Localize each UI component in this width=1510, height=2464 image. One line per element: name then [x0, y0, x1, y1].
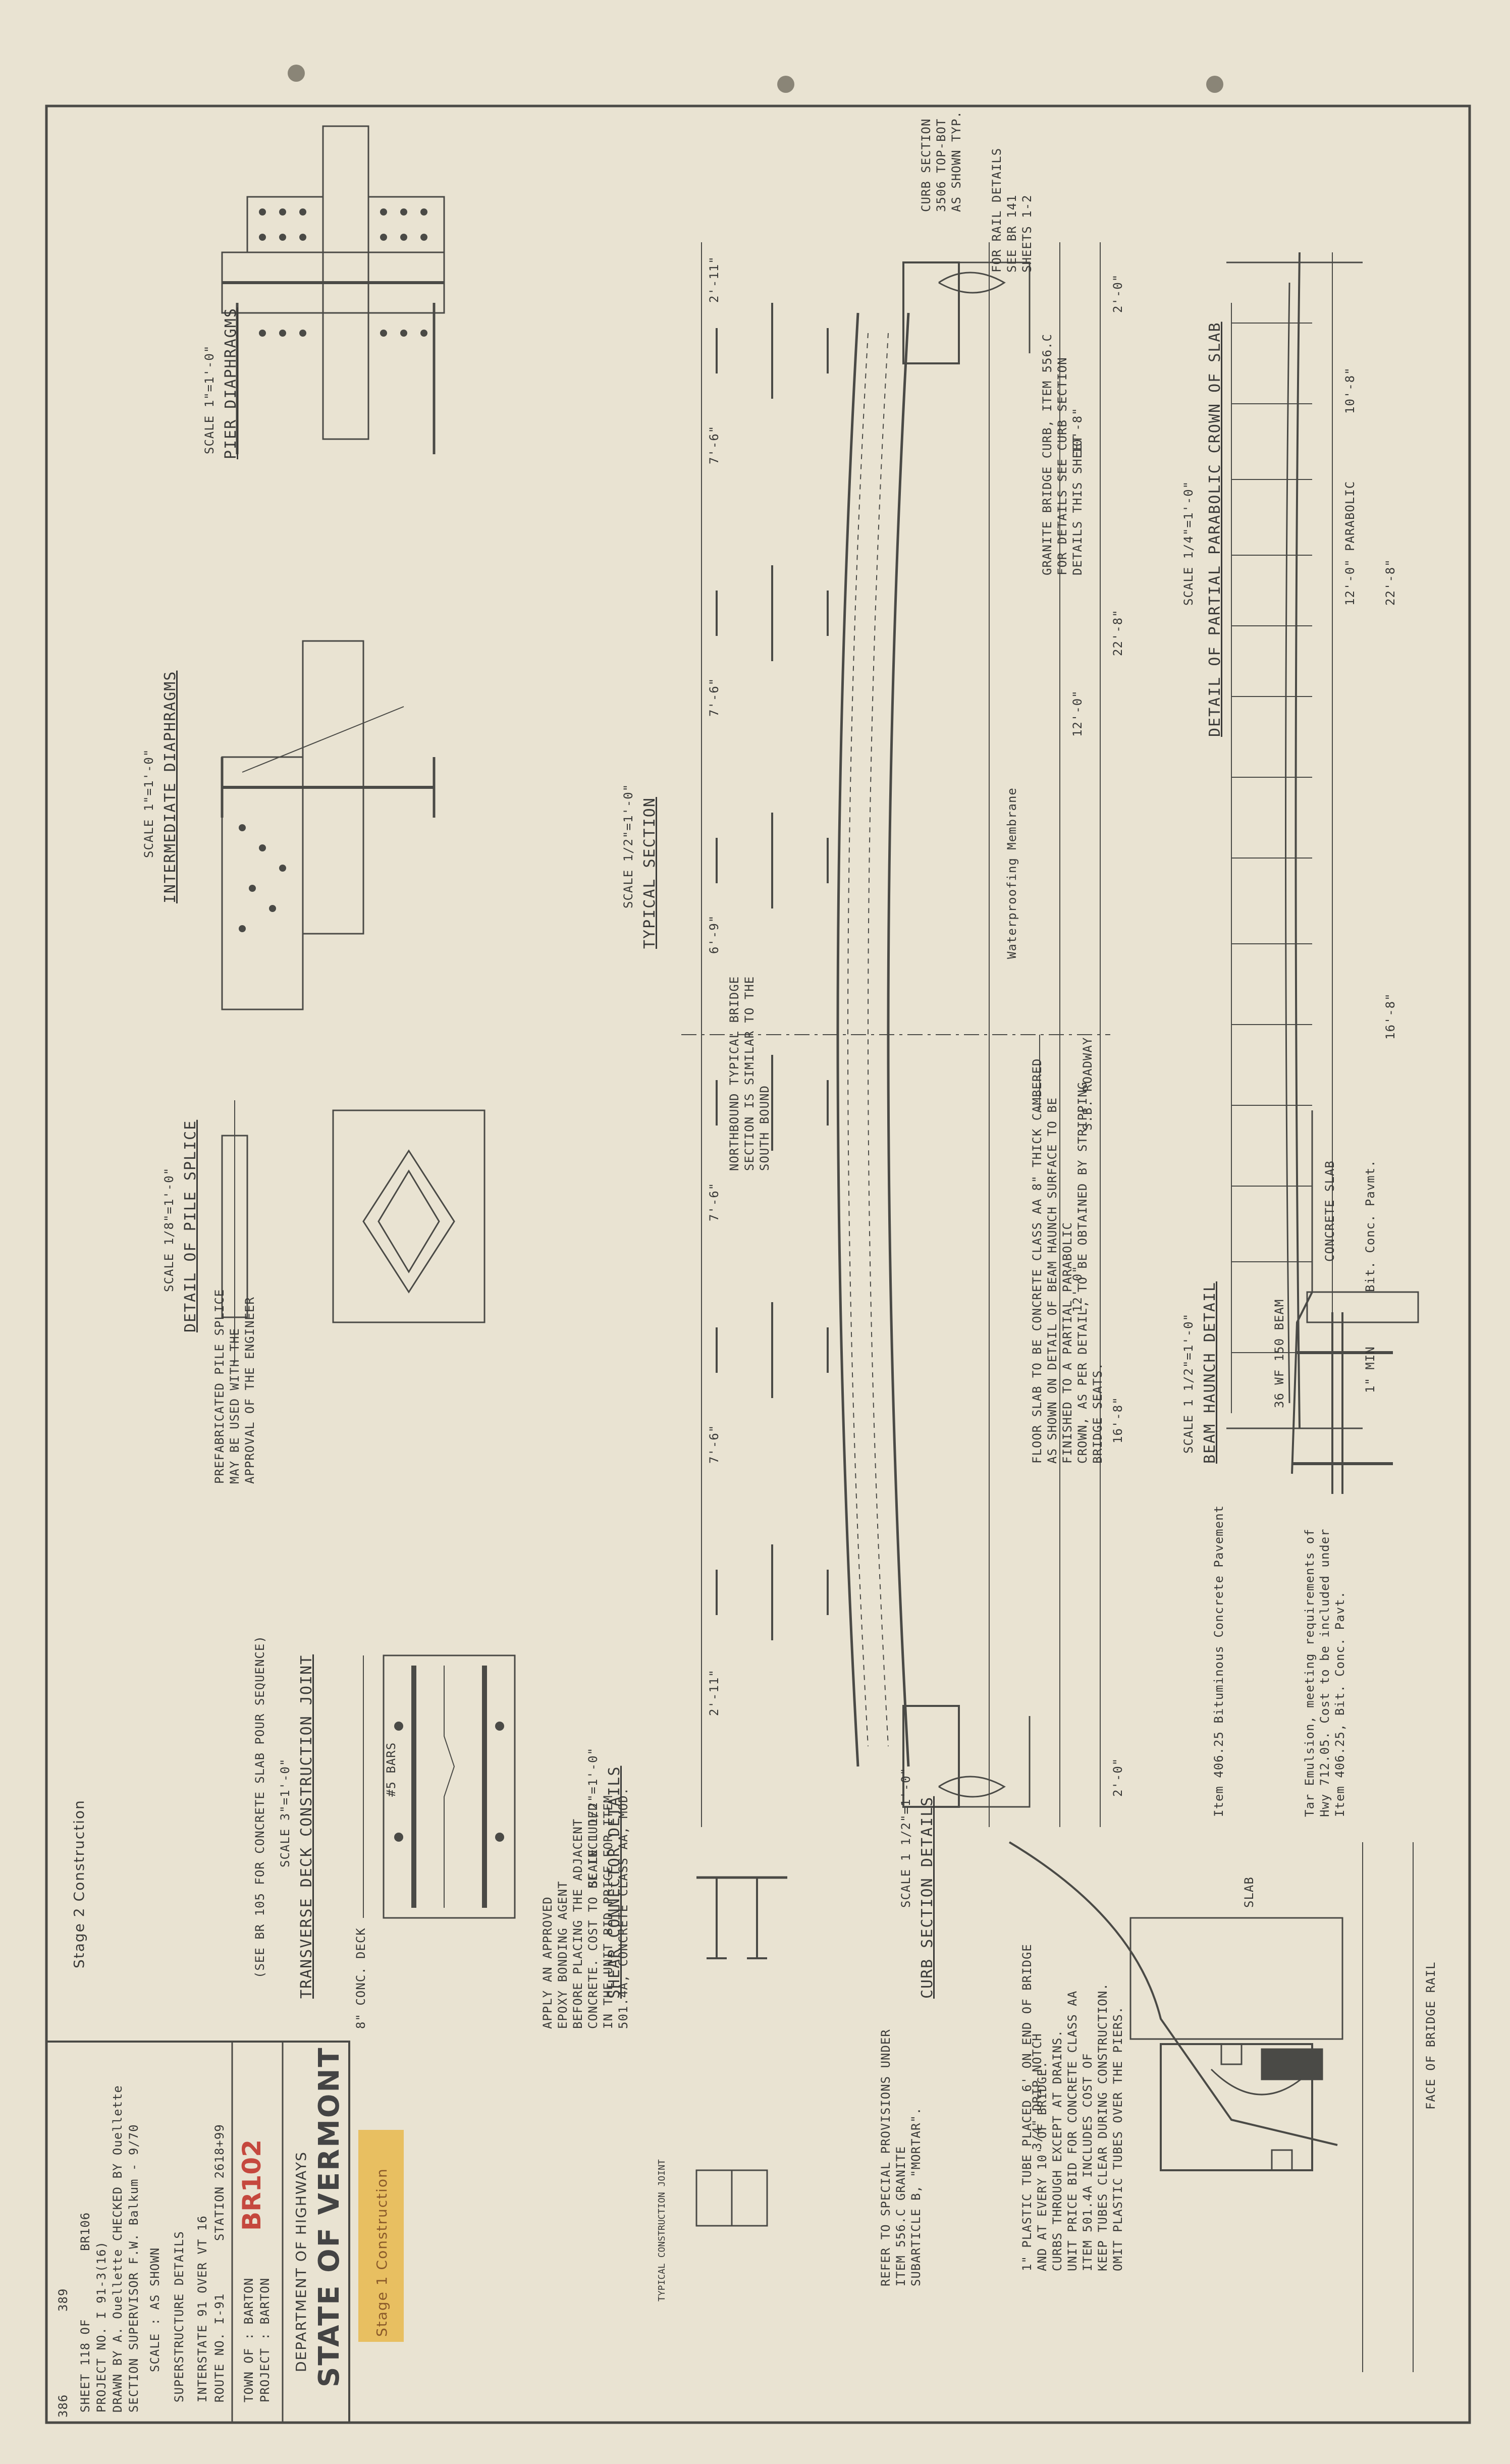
- typical-construction-joint-label: TYPICAL CONSTRUCTION JOINT: [657, 2159, 667, 2301]
- stage1-stamp-text: Stage 1 Construction: [373, 2168, 390, 2337]
- title-bridge-no: BR102: [237, 2139, 266, 2231]
- item406-note: Item 406.25 Bituminous Concrete Pavement: [1212, 1505, 1226, 1817]
- concrete-slab-label: CONCRETE SLAB: [1323, 1160, 1337, 1262]
- pier-diaphragms-scale: SCALE 1"=1'-0": [202, 345, 217, 454]
- beam-haunch-title: BEAM HAUNCH DETAIL: [1201, 1281, 1219, 1464]
- dim-6-9: 6'-9": [707, 915, 721, 954]
- dim-16-8: 16'-8": [1111, 1397, 1125, 1443]
- dim-7-6-d: 7'-6": [707, 1424, 721, 1464]
- dim-7-6-b: 7'-6": [707, 677, 721, 717]
- dim-7-6-c: 7'-6": [707, 1182, 721, 1221]
- pile-splice-drawing: [221, 1100, 486, 1363]
- haunch-min-label: 1" MIN: [1363, 1346, 1377, 1393]
- beam-haunch-scale: SCALE 1 1/2"=1'-0": [1181, 1313, 1196, 1454]
- title-project-no: PROJECT NO. I 91-3(16): [94, 2241, 109, 2413]
- parabolic-dim-12-parabolic: 12'-0" PARABOLIC: [1343, 480, 1357, 606]
- title-superstructure: SUPERSTRUCTURE DETAILS: [172, 2231, 186, 2402]
- pier-diaphragm-drawing: [221, 125, 445, 454]
- title-sheet: SHEET 118 OF: [78, 2319, 92, 2413]
- sheet-border: [45, 104, 1471, 2424]
- parabolic-view-title: DETAIL OF PARTIAL PARABOLIC CROWN OF SLA…: [1206, 322, 1224, 737]
- dim-7-6-a: 7'-6": [707, 425, 721, 464]
- title-town: TOWN OF : BARTON: [242, 2277, 256, 2402]
- transverse-joint-seq-note: (SEE BR 105 FOR CONCRETE SLAB POUR SEQUE…: [253, 1635, 267, 1978]
- dim-2-0-left: 2'-0": [1111, 274, 1125, 313]
- punch-hole: [1206, 76, 1223, 93]
- title-sheet-ref: BR106: [78, 2212, 92, 2251]
- intermediate-diaphragm-drawing: [221, 640, 436, 1010]
- beam36-label: 36 WF 150 BEAM: [1272, 1299, 1286, 1408]
- typical-section-drawing: [681, 242, 1110, 1827]
- waterproofing-note: Waterproofing Membrane: [1005, 787, 1019, 959]
- curb-section-note: CURB SECTION 3506 TOP-BOT AS SHOWN TYP.: [919, 111, 963, 212]
- typical-section-scale: SCALE 1/2"=1'-0": [621, 783, 635, 908]
- beam-haunch-drawing: [1291, 1110, 1419, 1494]
- northbound-note: NORTHBOUND TYPICAL BRIDGE SECTION IS SIM…: [727, 976, 772, 1171]
- face-bridge-rail-label: FACE OF BRIDGE RAIL: [1424, 1961, 1438, 2110]
- title-dept: DEPARTMENT OF HIGHWAYS: [293, 2151, 309, 2372]
- transverse-joint-drawing: [363, 1654, 516, 1919]
- rail-note: FOR RAIL DETAILS SEE BR 141 SHEETS 1-2: [990, 147, 1034, 273]
- parabolic-dim-10-8: 10'-8": [1343, 367, 1357, 414]
- dim-2-11-b: 2'-11": [707, 1669, 721, 1716]
- title-route: ROUTE NO. I-91: [212, 2293, 227, 2402]
- refer-special-provisions-note: REFER TO SPECIAL PROVISIONS UNDER ITEM 5…: [879, 2029, 923, 2286]
- parabolic-dim-16-8: 16'-8": [1383, 993, 1397, 1040]
- drip-notch-label: 3/4" DRIP NOTCH: [1030, 2033, 1044, 2150]
- title-station: STATION 2618+99: [212, 2124, 227, 2241]
- dim-2-0-right: 2'-0": [1111, 1757, 1125, 1797]
- typical-construction-joint-sketch: [695, 2169, 768, 2227]
- bit-conc-label: Bit. Conc. Pavmt.: [1363, 1159, 1377, 1292]
- parabolic-view-scale: SCALE 1/4"=1'-0": [1181, 480, 1196, 606]
- curb-details-title: CURB SECTION DETAILS: [919, 1796, 936, 1999]
- title-drawn-checked: DRAWN BY A. Ouellette CHECKED BY Ouellet…: [111, 2085, 125, 2413]
- pile-splice-scale: SCALE 1/8"=1'-0": [162, 1167, 176, 1292]
- prefab-pile-note: PREFABRICATED PILE SPLICE MAY BE USED WI…: [212, 1289, 257, 1484]
- typical-section-title: TYPICAL SECTION: [641, 797, 659, 949]
- epoxy-note: APPLY AN APPROVED EPOXY BONDING AGENT BE…: [541, 1787, 630, 2029]
- dim-12-0: 12'-0": [1070, 690, 1085, 737]
- stage1-stamp: [358, 2130, 404, 2342]
- floor-slab-note: FLOOR SLAB TO BE CONCRETE CLASS AA 8" TH…: [1030, 1058, 1105, 1464]
- intermediate-diaphragms-scale: SCALE 1"=1'-0": [142, 748, 156, 858]
- title-overpass: INTERSTATE 91 OVER VT 16: [195, 2215, 209, 2402]
- granite-curb-note: GRANITE BRIDGE CURB, ITEM 556.C FOR DETA…: [1040, 334, 1085, 575]
- punch-hole: [288, 65, 305, 82]
- tar-emulsion-note: Tar Emulsion, meeting requirements of Hw…: [1303, 1528, 1347, 1817]
- shear-connector-drawing: [696, 1876, 787, 1959]
- parabolic-dim-22-8: 22'-8": [1383, 559, 1397, 606]
- curb-section-drawing: [1008, 1841, 1414, 2372]
- pile-splice-title: DETAIL OF PILE SPLICE: [182, 1119, 199, 1332]
- stage2-label: Stage 2 Construction: [71, 1799, 87, 1968]
- title-scale: SCALE : AS SHOWN: [148, 2247, 162, 2372]
- parabolic-crown-drawing: [1226, 252, 1363, 1443]
- title-section-supervisor: SECTION SUPERVISOR F.W. Balkum - 9/70: [127, 2124, 141, 2413]
- curb-details-scale: SCALE 1 1/2"=1'-0": [899, 1767, 913, 1908]
- transverse-joint-scale: SCALE 3"=1'-0": [278, 1758, 292, 1867]
- punch-hole: [777, 76, 794, 93]
- title-page-b: 389: [56, 2288, 70, 2312]
- title-page-a: 386: [56, 2394, 70, 2418]
- curb-slab-label: SLAB: [1242, 1877, 1256, 1908]
- dim-2-11-a: 2'-11": [707, 256, 721, 303]
- transverse-joint-title: TRANSVERSE DECK CONSTRUCTION JOINT: [298, 1654, 315, 1999]
- pier-diaphragms-title: PIER DIAPHRAGMS: [222, 307, 240, 459]
- intermediate-diaphragms-title: INTERMEDIATE DIAPHRAGMS: [161, 670, 179, 903]
- conc-deck-label: 8" CONC. DECK: [354, 1927, 368, 2029]
- title-state: STATE OF VERMONT: [313, 2046, 346, 2387]
- title-block-frame: [45, 2041, 350, 2424]
- bars-label: #5 BARS: [384, 1742, 398, 1797]
- title-project: PROJECT : BARTON: [258, 2277, 272, 2402]
- dim-22-8: 22'-8": [1111, 609, 1125, 656]
